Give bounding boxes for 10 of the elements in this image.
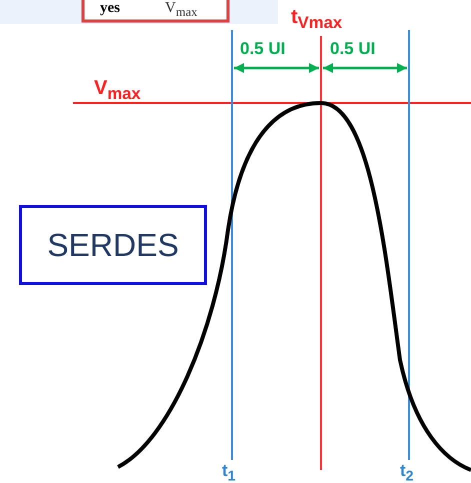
label-box [19,205,207,285]
axis-label: t$_{1}$ [222,462,236,483]
axis-label: t$_{2}$ [400,462,414,483]
dimension-label: 0.5 UI [330,40,376,57]
dimension-label: 0.5 UI [240,40,286,57]
box-title: SERDES [47,226,179,264]
axis-label: t$_{Vmax}$ [291,7,342,32]
axis-label: V$_{max}$ [94,78,141,103]
table-cell: yes [100,1,120,16]
table-cell: V$_{max}$ [165,1,198,18]
